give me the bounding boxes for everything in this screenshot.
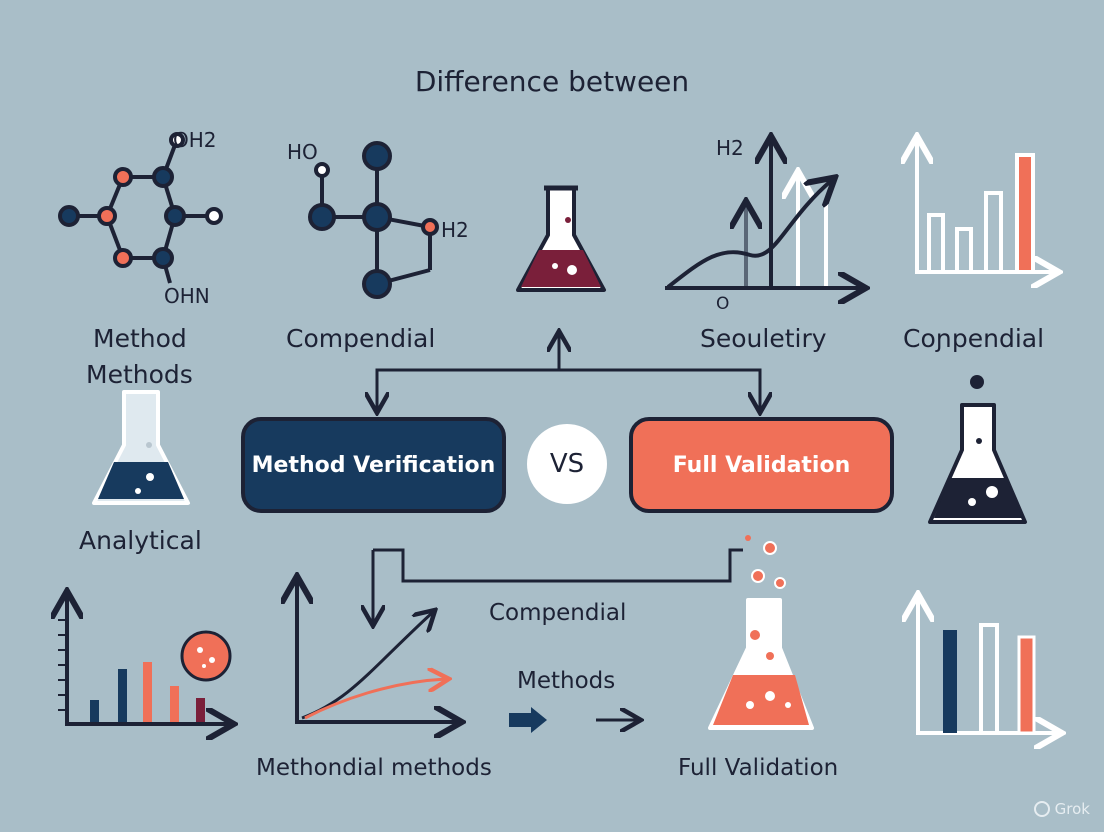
method-verification-label: Method Verification: [251, 452, 496, 478]
chart-origin-label: O: [716, 294, 730, 314]
label-methods-bottom: Methods: [517, 668, 616, 694]
flask-navy-icon: [92, 390, 190, 505]
flask-right-icon: [928, 375, 1027, 524]
bar-chart-bottom-left-icon: [58, 595, 230, 724]
molecule-branched-icon: [308, 141, 439, 299]
connector-bottom: [373, 548, 743, 720]
arrow-right-icon: [509, 707, 547, 733]
chart-h2-label: H2: [716, 136, 744, 160]
chem-oh2-label: OH2: [173, 128, 217, 152]
label-methods-top: Methods: [86, 360, 193, 389]
chem-ohn-label: OHN: [164, 284, 210, 308]
label-compendial-top: Compendial: [286, 324, 436, 353]
flask-coral-icon: [708, 535, 814, 730]
full-validation-box: Full Validation: [629, 417, 894, 513]
grok-logo-icon: [1033, 801, 1050, 817]
watermark: Grok: [1033, 800, 1090, 818]
label-method: Method: [93, 324, 187, 353]
label-methondial-methods: Methondial methods: [256, 755, 492, 781]
bar-chart-top-icon: [915, 140, 1055, 272]
chem-ho-label: HO: [287, 140, 318, 164]
label-compendial-mid: Compendial: [489, 600, 627, 626]
vs-badge: VS: [527, 424, 607, 504]
label-compendial-right: Coɲpendial: [903, 324, 1045, 353]
line-chart-bottom-icon: [295, 580, 458, 722]
growth-chart-icon: [665, 140, 862, 290]
flask-maroon-icon: [516, 185, 606, 292]
chem-h2-label: H2: [441, 218, 469, 242]
page-title: Difference between: [414, 65, 690, 98]
vs-label: VS: [549, 449, 585, 479]
bar-chart-bottom-right-icon: [916, 598, 1058, 733]
connector-top: [377, 334, 760, 410]
label-full-validation-bottom: Full Validation: [678, 755, 839, 781]
method-verification-box: Method Verification: [241, 417, 506, 513]
molecule-hexagon-icon: [58, 132, 223, 284]
label-seouletiry: Seouletiry: [700, 324, 827, 353]
label-analytical: Analytical: [79, 526, 202, 555]
full-validation-label: Full Validation: [672, 452, 851, 478]
watermark-text: Grok: [1054, 800, 1090, 818]
